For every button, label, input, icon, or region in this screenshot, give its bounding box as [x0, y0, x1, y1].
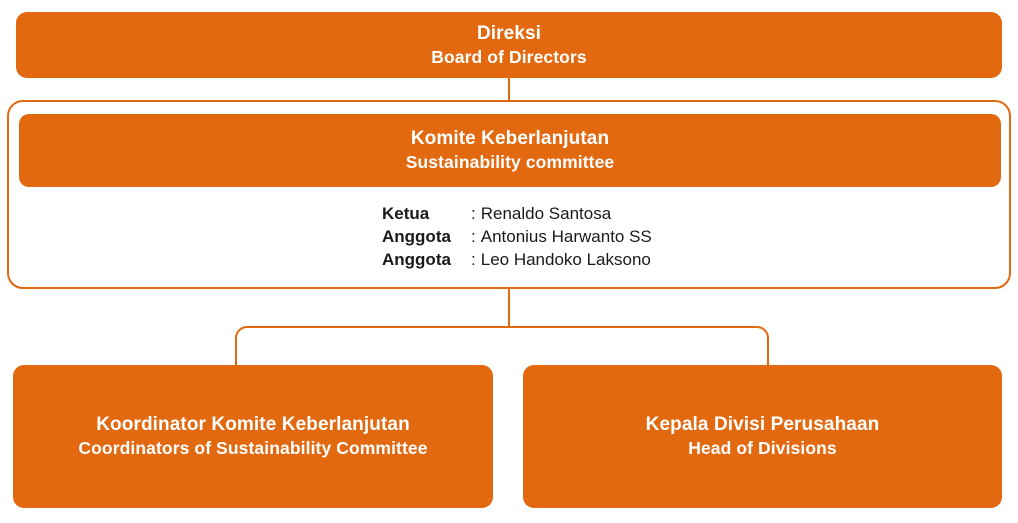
- committee-member-list: Ketua : Renaldo Santosa Anggota : Antoni…: [382, 202, 652, 271]
- node-coordinators-of-sustainability-committee: Koordinator Komite Keberlanjutan Coordin…: [13, 365, 493, 508]
- member-separator: :: [471, 204, 476, 223]
- node-committee-title-id: Komite Keberlanjutan: [410, 128, 610, 150]
- node-directors-title-id: Direksi: [476, 22, 542, 44]
- member-role: Anggota: [382, 227, 451, 246]
- member-role: Ketua: [382, 204, 430, 223]
- member-name: Leo Handoko Laksono: [480, 250, 651, 269]
- connector-directors-to-committee: [508, 78, 510, 101]
- list-item: Ketua : Renaldo Santosa: [382, 202, 652, 225]
- node-divisions-title-id: Kepala Divisi Perusahaan: [645, 414, 880, 436]
- node-directors-title-en: Board of Directors: [431, 46, 587, 67]
- connector-committee-to-branch: [508, 288, 510, 328]
- node-coordinators-title-id: Koordinator Komite Keberlanjutan: [96, 414, 410, 436]
- node-head-of-divisions: Kepala Divisi Perusahaan Head of Divisio…: [523, 365, 1002, 508]
- node-board-of-directors: Direksi Board of Directors: [16, 12, 1002, 78]
- connector-branch-bracket: [235, 326, 769, 368]
- node-sustainability-committee: Komite Keberlanjutan Sustainability comm…: [19, 114, 1001, 187]
- member-role: Anggota: [382, 250, 451, 269]
- node-coordinators-title-en: Coordinators of Sustainability Committee: [78, 438, 428, 459]
- member-name: Renaldo Santosa: [480, 204, 612, 223]
- committee-container: Komite Keberlanjutan Sustainability comm…: [7, 100, 1011, 289]
- member-name: Antonius Harwanto SS: [480, 227, 652, 246]
- list-item: Anggota : Antonius Harwanto SS: [382, 225, 652, 248]
- node-committee-title-en: Sustainability committee: [405, 152, 615, 173]
- member-separator: :: [471, 227, 476, 246]
- member-separator: :: [471, 250, 476, 269]
- node-divisions-title-en: Head of Divisions: [688, 438, 837, 459]
- list-item: Anggota : Leo Handoko Laksono: [382, 248, 652, 271]
